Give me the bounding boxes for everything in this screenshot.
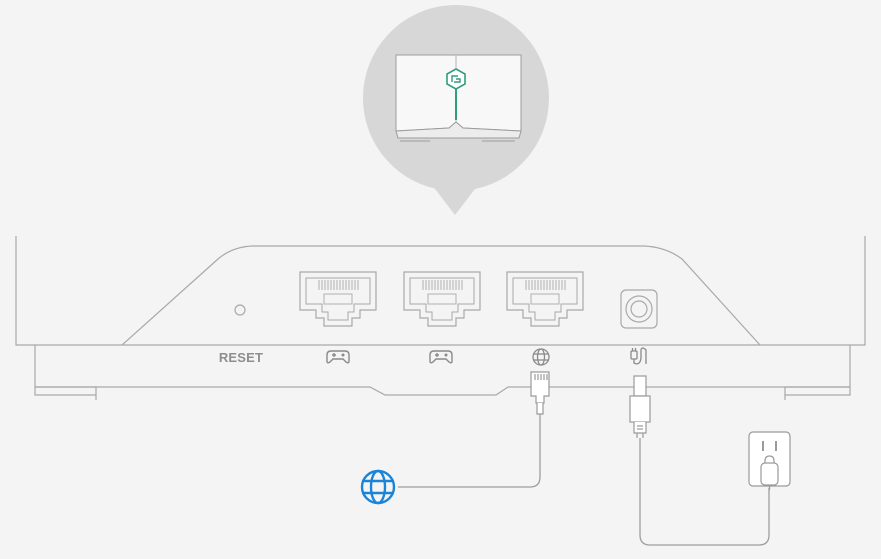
power-plug-icon: [630, 347, 647, 365]
ethernet-port-wan[interactable]: [506, 271, 584, 327]
power-plug: [629, 375, 651, 438]
reset-pinhole[interactable]: [234, 304, 246, 316]
gamepad-icon: [326, 350, 350, 364]
globe-icon: [532, 348, 550, 366]
power-port[interactable]: [620, 289, 658, 329]
latch-slot: [427, 293, 457, 305]
router-body: [15, 236, 866, 400]
internet-globe-icon: [360, 469, 396, 505]
brand-logo-icon: [446, 68, 466, 90]
gamepad-icon: [429, 350, 453, 364]
ethernet-port-1[interactable]: [299, 271, 377, 327]
wall-outlet: [748, 431, 791, 490]
router-front-view: [395, 54, 522, 142]
ethernet-cable: [398, 414, 541, 488]
power-cable: [639, 438, 770, 546]
ethernet-port-2[interactable]: [403, 271, 481, 327]
ethernet-plug: [530, 371, 550, 415]
reset-label: RESET: [218, 350, 264, 365]
latch-slot: [530, 293, 560, 305]
latch-slot: [323, 293, 353, 305]
